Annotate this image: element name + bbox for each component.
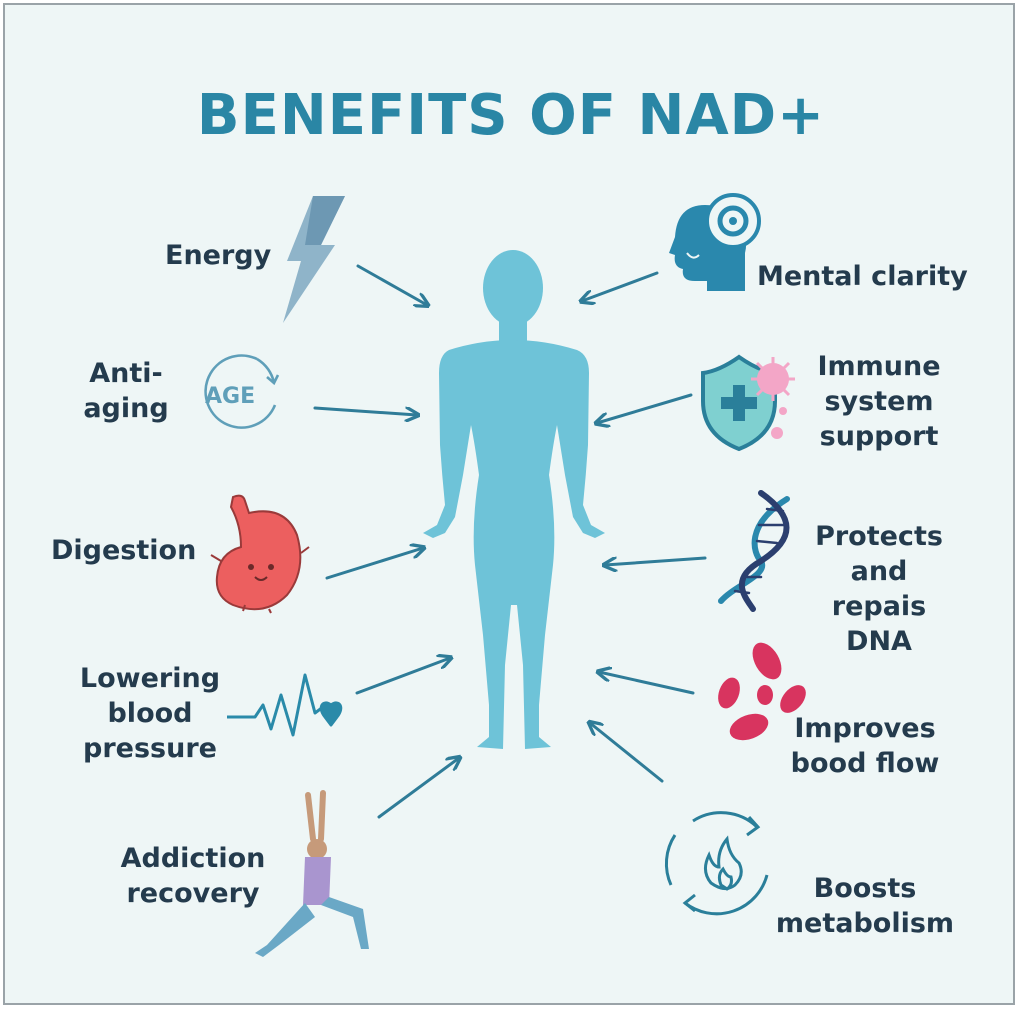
label-addiction: Addiction recovery	[105, 841, 281, 911]
label-anti-aging-line-2: aging	[83, 393, 169, 424]
arrow-addiction	[377, 758, 459, 819]
shield-virus-icon	[701, 354, 795, 452]
label-dna-line-3: repais	[831, 591, 927, 622]
label-dna: Protects and repais DNA	[801, 519, 957, 659]
arrow-mental-clarity	[582, 271, 659, 301]
head-gear-icon	[669, 193, 761, 291]
label-dna-line-2: and	[850, 556, 908, 587]
label-immune-line-3: support	[819, 421, 939, 452]
label-blood-pressure-line-3: pressure	[83, 733, 217, 764]
illustration-layer	[204, 193, 806, 957]
blood-cells-icon	[718, 642, 806, 741]
label-dna-line-4: DNA	[846, 626, 912, 657]
fire-cycle-icon	[664, 811, 769, 916]
label-addiction-line-1: Addiction	[120, 843, 266, 874]
arrow-blood-flow	[599, 672, 695, 695]
age-icon-text: AGE	[205, 384, 256, 409]
arrow-energy	[356, 264, 427, 305]
label-energy: Energy	[165, 240, 272, 271]
human-body-silhouette	[423, 250, 605, 749]
lightning-bolt-icon	[283, 196, 345, 323]
label-metabolism-line-1: Boosts	[813, 873, 917, 904]
label-dna-line-1: Protects	[815, 521, 943, 552]
label-immune: Immune system support	[801, 349, 957, 454]
label-anti-aging: Anti- aging	[83, 356, 169, 426]
label-blood-flow: Improves bood flow	[775, 711, 955, 781]
label-blood-pressure-line-1: Lowering	[79, 663, 221, 694]
infographic-frame: BENEFITS OF NAD+ Energy Anti- aging AGE …	[3, 3, 1015, 1005]
label-immune-line-2: system	[824, 386, 934, 417]
arrow-blood-pressure	[355, 658, 450, 695]
stomach-icon	[210, 494, 310, 614]
label-blood-pressure-line-2: blood	[107, 698, 193, 729]
arrow-metabolism	[590, 723, 664, 783]
arrow-digestion	[325, 548, 423, 580]
label-addiction-line-2: recovery	[126, 878, 260, 909]
label-anti-aging-line-1: Anti-	[89, 358, 163, 389]
yoga-pose-icon	[255, 790, 369, 957]
page-title: BENEFITS OF NAD+	[196, 83, 826, 148]
label-digestion: Digestion	[51, 535, 197, 566]
arrow-dna	[605, 556, 707, 565]
label-metabolism: Boosts metabolism	[767, 871, 963, 941]
arrow-anti-aging	[313, 406, 417, 415]
heartbeat-icon	[227, 673, 343, 737]
arrows	[313, 264, 707, 819]
dna-helix-icon	[718, 490, 790, 612]
arrow-immune	[597, 393, 693, 423]
label-immune-line-1: Immune	[817, 351, 941, 382]
label-mental-clarity: Mental clarity	[757, 261, 968, 292]
label-blood-flow-line-2: bood flow	[790, 748, 940, 779]
label-blood-flow-line-1: Improves	[794, 713, 936, 744]
age-cycle-icon	[204, 354, 280, 429]
label-blood-pressure: Lowering blood pressure	[65, 661, 235, 766]
label-metabolism-line-2: metabolism	[775, 908, 955, 939]
